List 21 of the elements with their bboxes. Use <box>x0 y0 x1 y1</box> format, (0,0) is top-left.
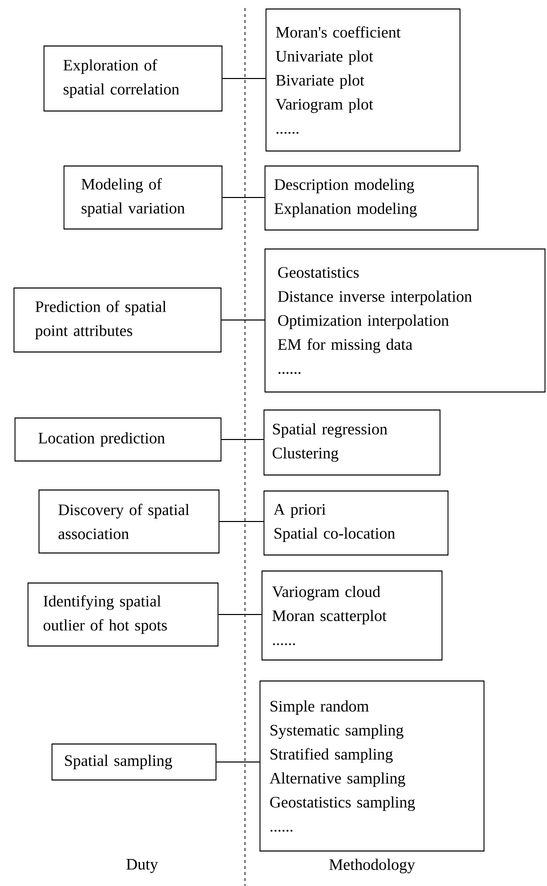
method-box: Variogram cloud Moran scatterplot ...... <box>262 570 442 660</box>
column-heading: Duty <box>125 858 159 874</box>
column-heading: Methodology <box>328 858 416 874</box>
method-box: A priori Spatial co-location <box>264 490 448 556</box>
connector-line <box>219 521 264 522</box>
duty-box: Location prediction <box>14 418 222 462</box>
duty-box: Spatial sampling <box>52 744 216 780</box>
connector-line <box>221 439 264 440</box>
duty-box: Identifying spatial outlier of hot spots <box>28 582 218 646</box>
duty-box: Prediction of spatial point attributes <box>14 288 222 352</box>
duty-box: Modeling of spatial variation <box>64 166 222 230</box>
duty-box: Discovery of spatial association <box>38 490 220 554</box>
connector-line <box>222 78 266 79</box>
method-box: Spatial regression Clustering <box>264 410 440 476</box>
duty-box: Exploration of spatial correlation <box>44 46 222 112</box>
method-box: Geostatistics Distance inverse interpolation Optimization interpolation EM for missing data ...... <box>264 248 546 392</box>
method-box: Moran's coefficient Univariate plot Bivariate plot Variogram plot ...... <box>266 8 460 152</box>
method-box: Simple random Systematic sampling Stratified sampling Alternative sampling Geostatistics sampling ...... <box>260 680 484 852</box>
connector-line <box>218 614 262 615</box>
method-box: Description modeling Explanation modeling <box>264 166 478 230</box>
connector-line <box>222 197 265 198</box>
